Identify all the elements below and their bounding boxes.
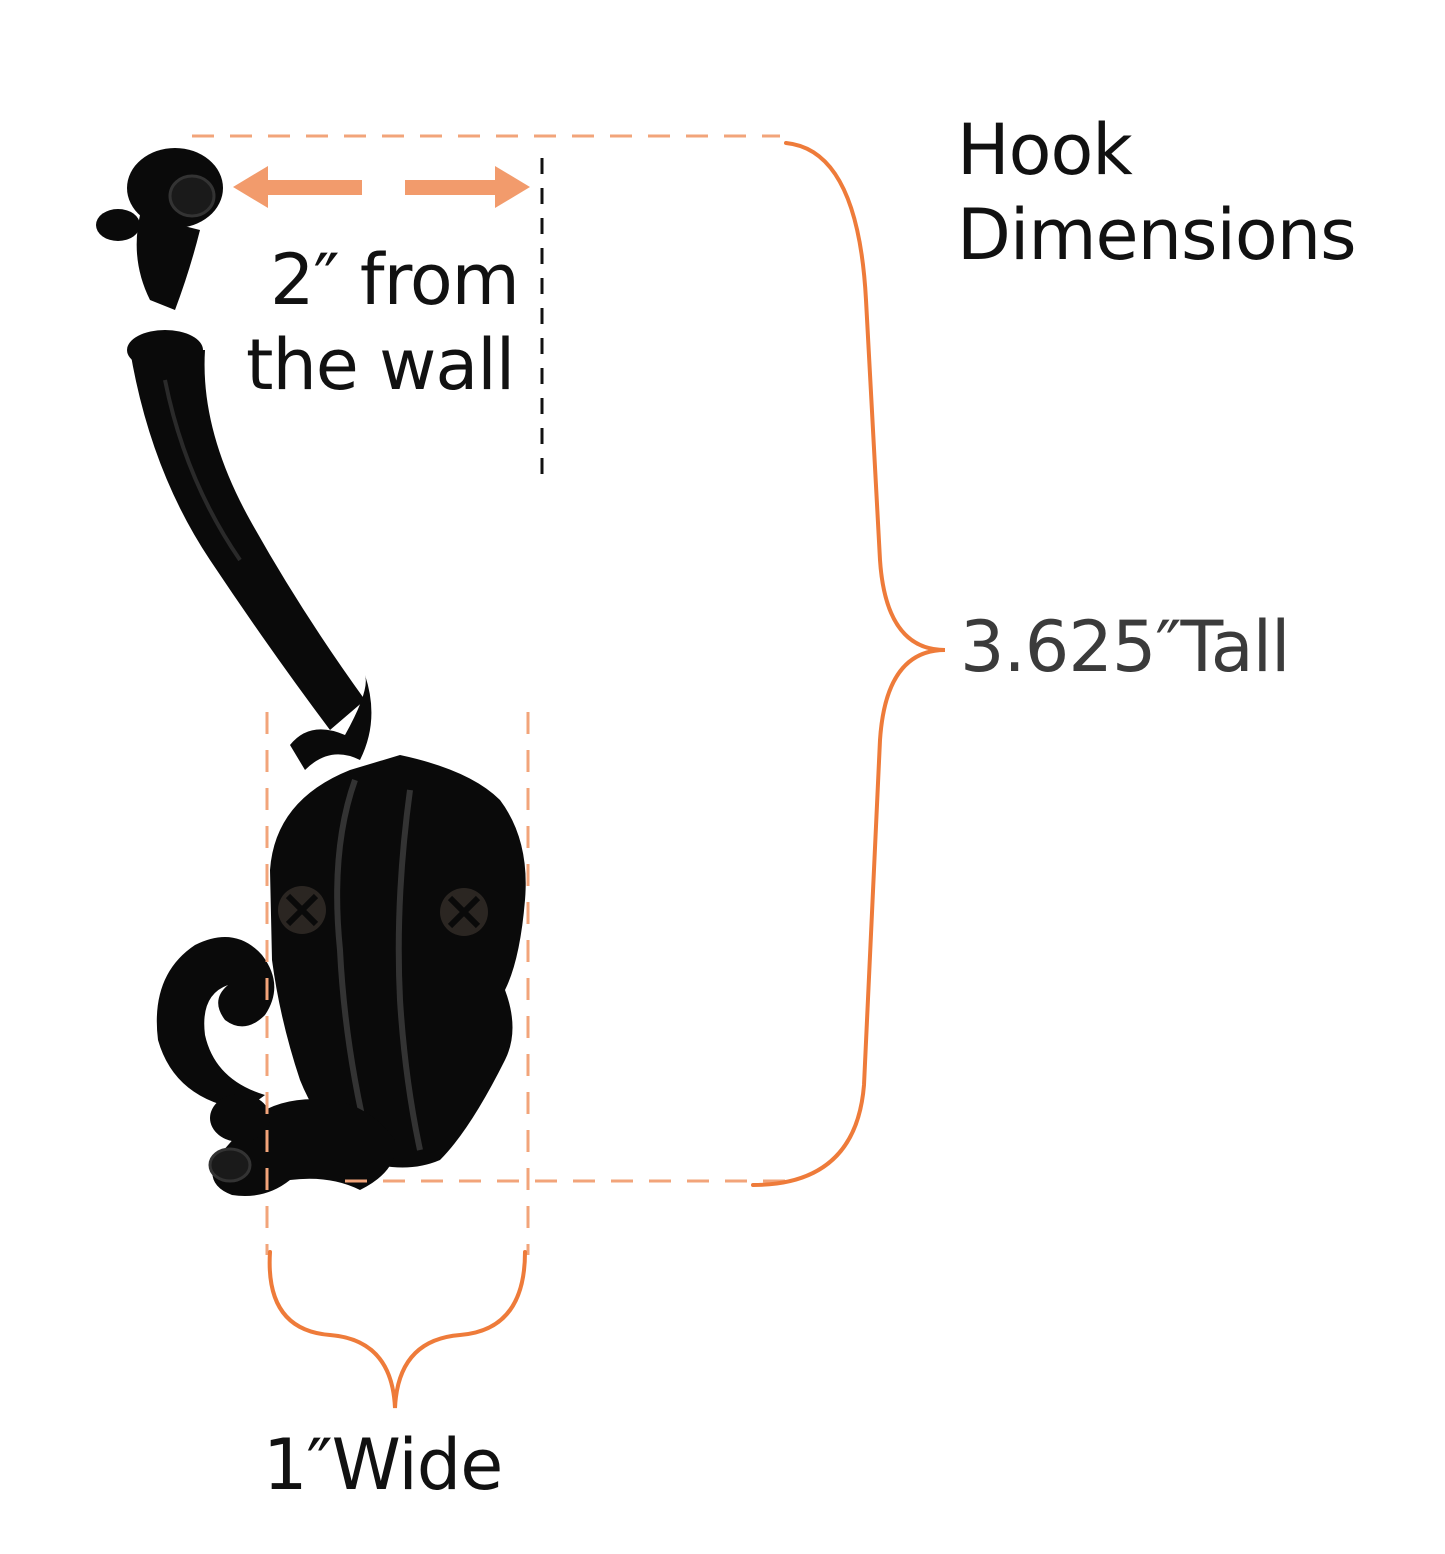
height-label: 3.625″Tall (960, 606, 1291, 688)
coat-hook-icon (96, 148, 526, 1196)
height-brace (751, 141, 946, 1187)
depth-label-line-1: 2″ from (270, 239, 520, 321)
width-label: 1″Wide (263, 1424, 503, 1506)
title-line-2: Dimensions (957, 194, 1357, 276)
width-brace (267, 1250, 527, 1409)
title-line-1: Hook (957, 109, 1133, 191)
depth-arrow (233, 166, 530, 208)
depth-label-line-2: the wall (246, 324, 515, 406)
